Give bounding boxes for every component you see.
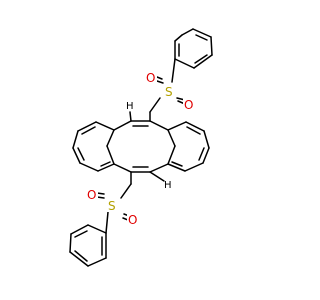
bottom-oxygen-atom-left: O [87, 188, 96, 202]
top-phenyl-ring [174, 28, 213, 69]
top-sulfur-atom: S [165, 85, 173, 99]
bottom-hydrogen-atom: H [164, 180, 172, 191]
top-hydrogen-atom: H [126, 101, 134, 112]
top-oxygen-atom-right: O [184, 98, 193, 112]
bottom-sulfur-atom: S [108, 199, 116, 213]
bottom-phenyl-ring [69, 224, 107, 267]
top-sulfonyl-group: S O O [145, 58, 195, 113]
central-ring-system: H H [72, 100, 210, 191]
top-oxygen-atom-left: O [146, 71, 155, 85]
bottom-sulfonyl-group: S O O [86, 183, 139, 234]
bottom-oxygen-atom-right: O [128, 213, 137, 227]
molecule-diagram: S O O [69, 28, 213, 267]
